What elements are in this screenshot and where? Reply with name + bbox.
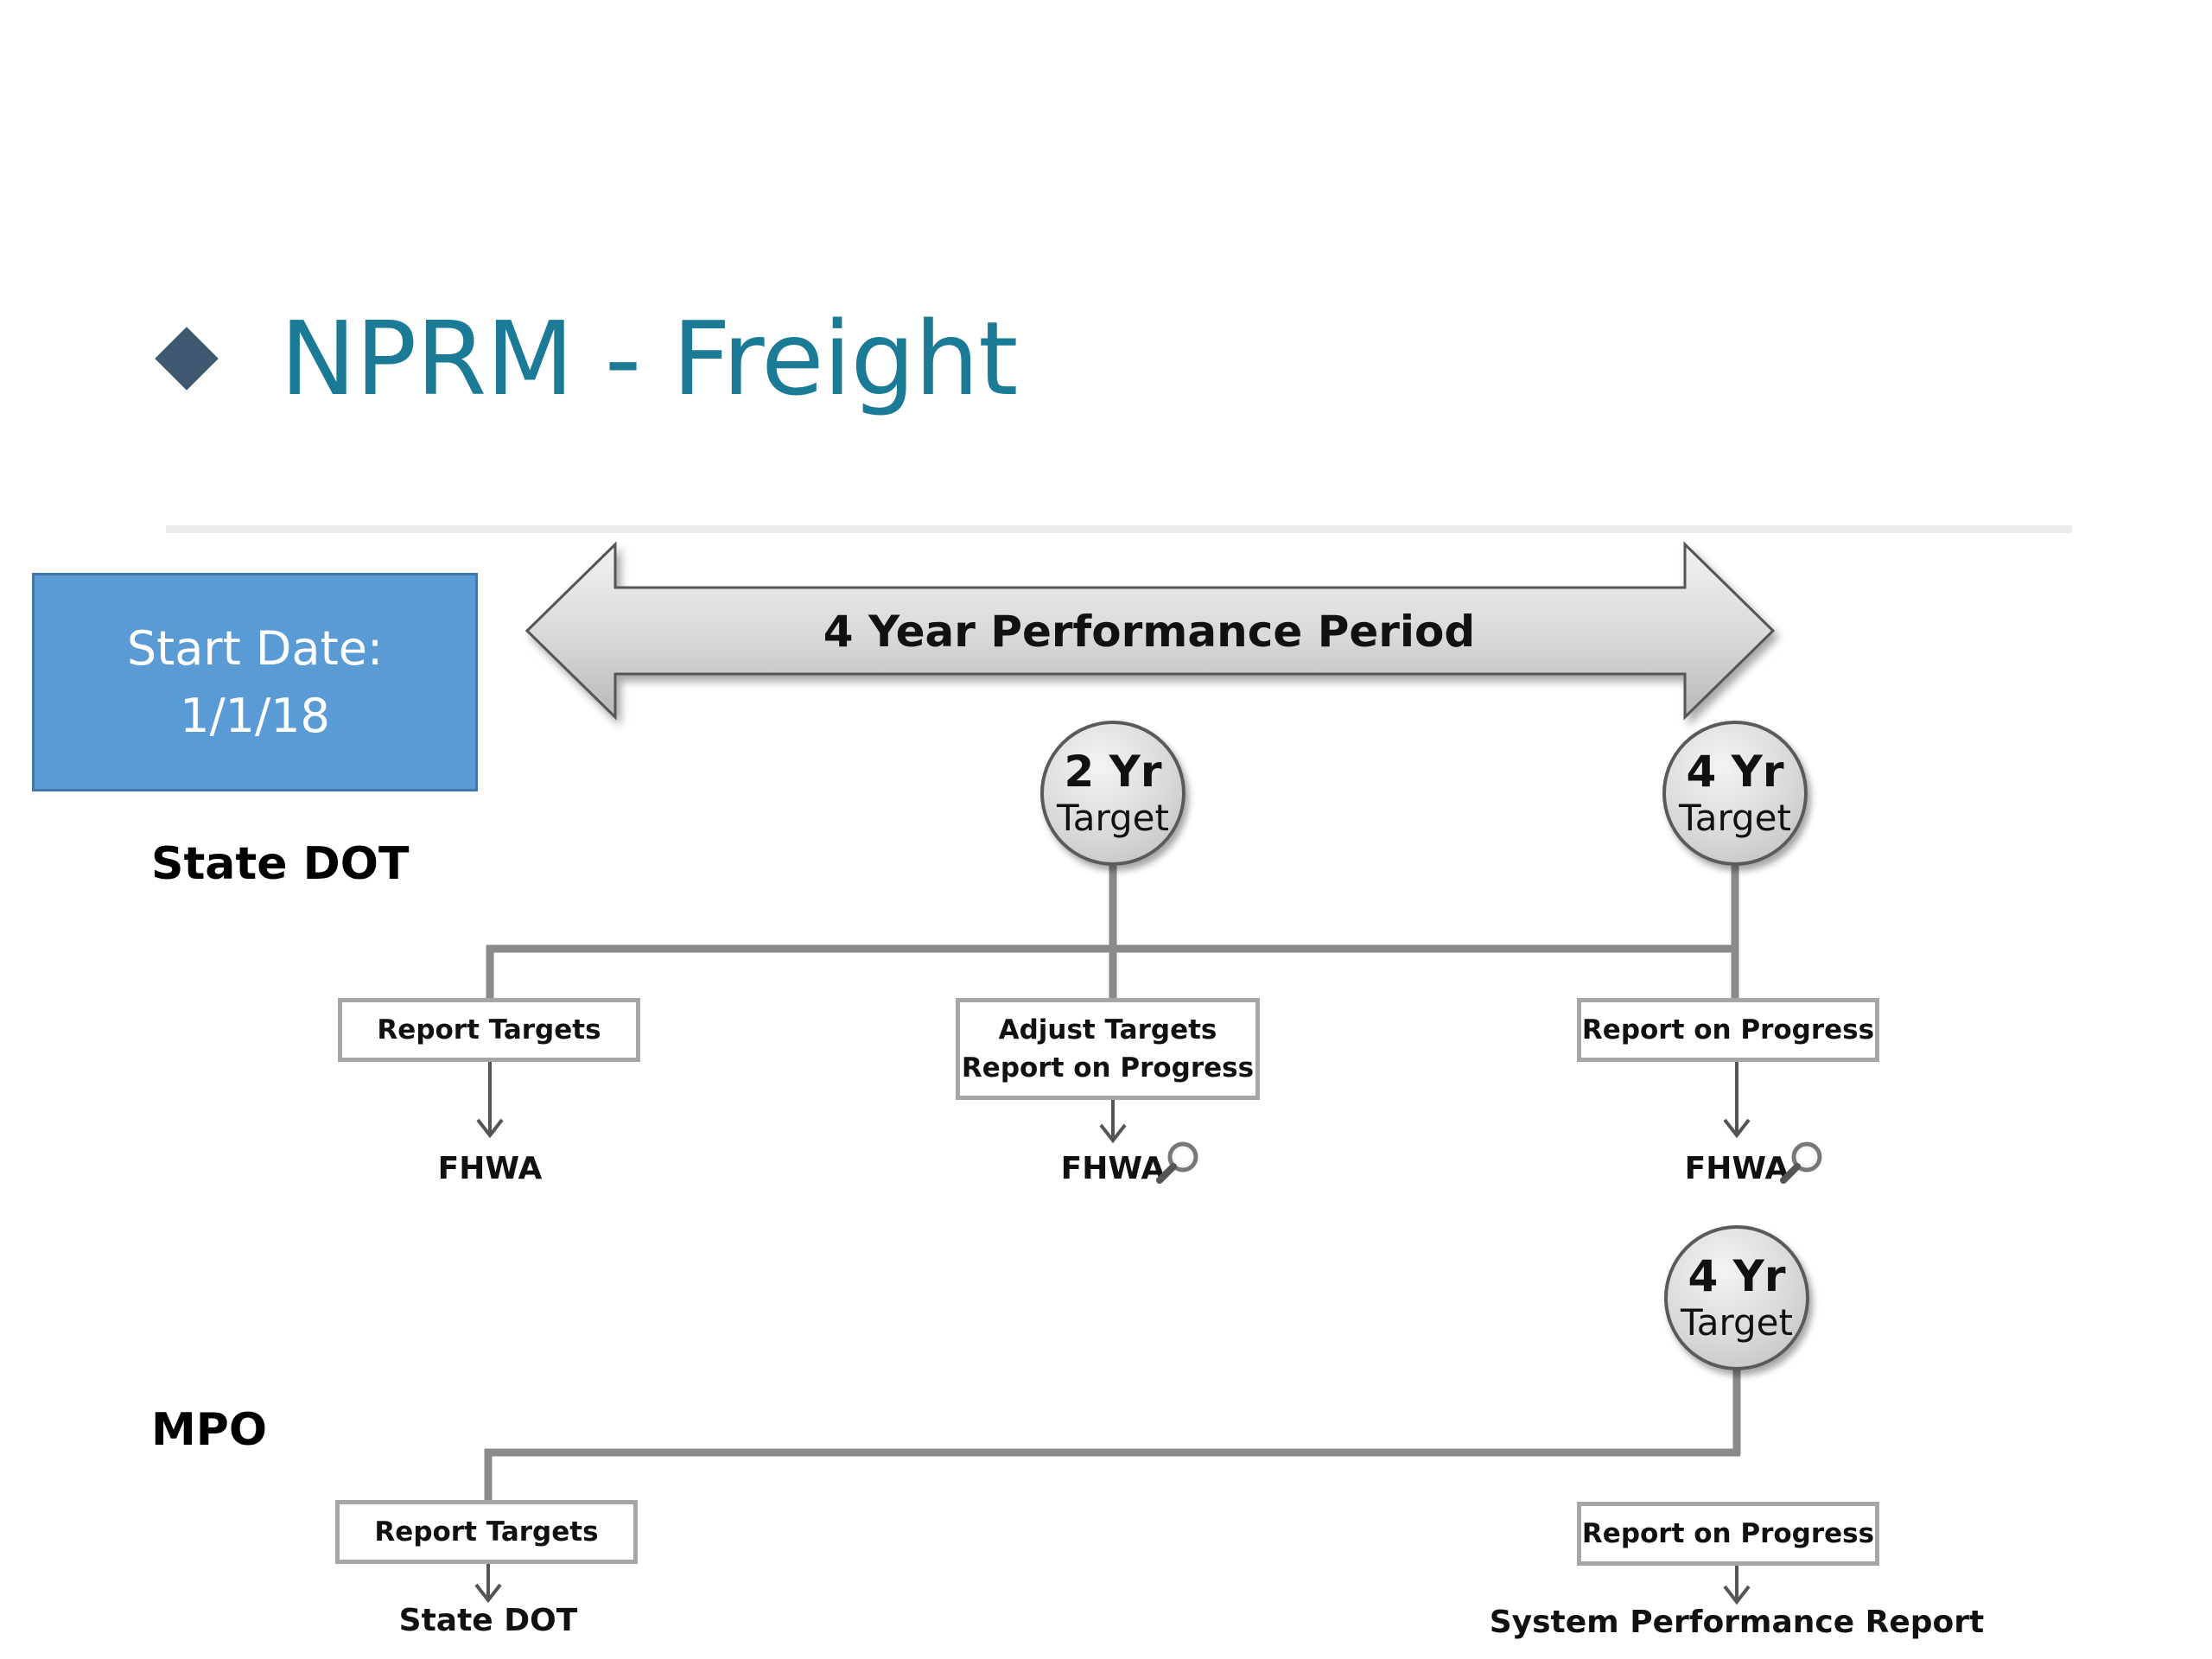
magnifier-icon [1780, 1141, 1822, 1184]
mpo-connectors [484, 1370, 1741, 1505]
start-date-value: 1/1/18 [180, 688, 330, 743]
magnifier-icon [1156, 1141, 1198, 1184]
target-circle-4yr-state: 4 Yr Target [1662, 721, 1808, 866]
step-text: Report on Progress [1581, 1518, 1875, 1549]
state-dot-connectors [486, 864, 1739, 1001]
slide-title: NPRM - Freight [155, 285, 1018, 432]
target-years: 4 Yr [1688, 1251, 1786, 1301]
step-text: Adjust Targets [998, 1014, 1217, 1046]
target-circle-4yr-mpo: 4 Yr Target [1664, 1225, 1809, 1370]
state-step-report-progress: Report on Progress [1577, 998, 1879, 1062]
target-label: Target [1679, 797, 1791, 839]
state-dest-fhwa-3: FHWA [1684, 1151, 1789, 1186]
start-date-label: Start Date: [126, 620, 384, 676]
mpo-dest-state-dot: State DOT [398, 1603, 578, 1638]
period-arrow-label: 4 Year Performance Period [823, 607, 1475, 657]
target-label: Target [1057, 797, 1169, 839]
step-text: Report Targets [374, 1516, 599, 1548]
step-text: Report Targets [377, 1014, 601, 1046]
title-divider [166, 525, 2072, 533]
mpo-step-report-progress: Report on Progress [1577, 1502, 1879, 1566]
state-dot-down-arrows [476, 1061, 1751, 1144]
target-years: 2 Yr [1064, 747, 1162, 797]
start-date-box: Start Date: 1/1/18 [32, 573, 478, 791]
title-text: NPRM - Freight [280, 299, 1018, 418]
mpo-down-arrows [474, 1564, 1751, 1605]
state-dest-fhwa-2: FHWA [1060, 1151, 1166, 1186]
state-dest-fhwa-1: FHWA [437, 1151, 543, 1186]
mpo-step-report-targets: Report Targets [335, 1500, 638, 1564]
lane-label-state-dot: State DOT [151, 838, 410, 890]
step-text: Report on Progress [961, 1052, 1255, 1084]
lane-label-mpo: MPO [151, 1404, 268, 1456]
mpo-dest-system-performance-report: System Performance Report [1489, 1605, 1985, 1640]
period-double-arrow [524, 541, 1776, 721]
target-circle-2yr: 2 Yr Target [1040, 721, 1185, 866]
state-step-report-targets: Report Targets [338, 998, 640, 1062]
step-text: Report on Progress [1581, 1014, 1875, 1046]
state-step-adjust-targets: Adjust Targets Report on Progress [956, 998, 1260, 1100]
target-label: Target [1681, 1301, 1793, 1344]
target-years: 4 Yr [1686, 747, 1784, 797]
